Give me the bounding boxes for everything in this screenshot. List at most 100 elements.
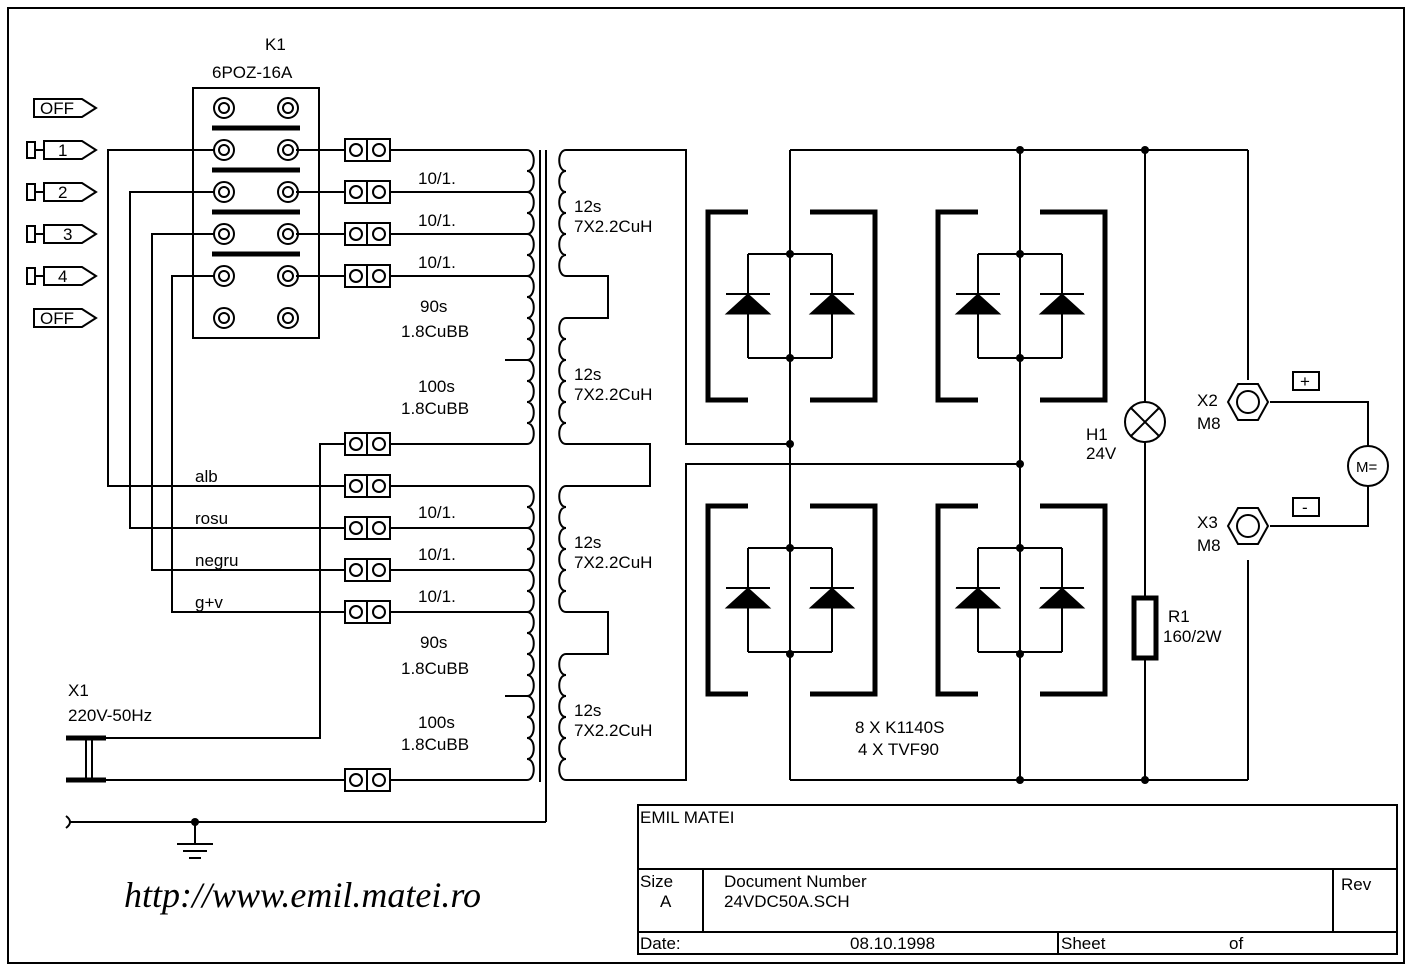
off-position-tag <box>33 308 98 328</box>
secondary-wiring <box>566 149 1369 781</box>
switch-contact-inner <box>282 312 294 324</box>
terminal-screw <box>349 185 363 199</box>
tap-label-2: 10/1. <box>418 211 456 230</box>
pos-2: 2 <box>58 183 67 202</box>
primary-a-w2-turns: 100s <box>418 377 455 396</box>
switch-contact <box>277 223 299 245</box>
terminal-blocks <box>344 138 391 792</box>
terminal-screw <box>372 437 386 451</box>
switch-contact <box>277 181 299 203</box>
title-size: A <box>660 892 672 911</box>
pos-3: 3 <box>63 225 72 244</box>
heatsink-left <box>705 209 748 403</box>
plus-sign-box <box>1292 371 1320 391</box>
primary-a-w2-wire: 1.8CuBB <box>401 399 469 418</box>
terminal-screw <box>349 269 363 283</box>
tap-label-3: 10/1. <box>418 253 456 272</box>
title-of-label: of <box>1229 934 1243 953</box>
primary-b-w2-wire: 1.8CuBB <box>401 735 469 754</box>
tap-label-5: 10/1. <box>418 545 456 564</box>
terminal-screw <box>349 773 363 787</box>
switch-ref: K1 <box>265 35 286 54</box>
switch-contact-inner <box>218 270 230 282</box>
terminal-screw <box>349 521 363 535</box>
terminal-x3-value: M8 <box>1197 536 1221 555</box>
switch-contact <box>213 181 235 203</box>
resistor-value: 160/2W <box>1163 627 1222 646</box>
pos-4: 4 <box>58 267 67 286</box>
switch-k1-body <box>192 87 320 339</box>
wire-label-negru: negru <box>195 551 238 570</box>
terminal-x2-value: M8 <box>1197 414 1221 433</box>
sec2-wire: 7X2.2CuH <box>574 385 652 404</box>
switch-value: 6POZ-16A <box>212 63 293 82</box>
junction-dot <box>1016 460 1024 468</box>
terminal-screw <box>349 437 363 451</box>
mains-value: 220V-50Hz <box>68 706 152 725</box>
position-tag-plug <box>26 225 36 243</box>
switch-contact <box>213 307 235 329</box>
switch-contact <box>277 97 299 119</box>
switch-contact-inner <box>282 144 294 156</box>
switch-contact-inner <box>282 228 294 240</box>
pos-1: 1 <box>58 141 67 160</box>
primary-b-w1-turns: 90s <box>420 633 447 652</box>
terminal-screw <box>349 605 363 619</box>
primary-leads <box>390 149 527 781</box>
diode-triangle <box>724 293 772 315</box>
junction-dot <box>1016 650 1024 658</box>
terminal-x3 <box>1226 507 1270 545</box>
terminal-screw <box>372 563 386 577</box>
sec3-turns: 12s <box>574 533 601 552</box>
position-tag-plug <box>26 183 36 201</box>
terminal-screw <box>349 143 363 157</box>
motor-label: M= <box>1356 459 1377 476</box>
secondary-coil-3 <box>558 485 567 613</box>
switch-contact-inner <box>282 270 294 282</box>
switch-contact-inner <box>218 102 230 114</box>
secondary-coil-1 <box>558 149 567 277</box>
switch-contact-inner <box>282 102 294 114</box>
diode-triangle <box>724 587 772 609</box>
off-position-tag <box>33 98 98 118</box>
primary-coils <box>526 149 535 781</box>
wire-label-rosu: rosu <box>195 509 228 528</box>
diode-triangle <box>1038 293 1086 315</box>
primary-b-w1-wire: 1.8CuBB <box>401 659 469 678</box>
sec1-turns: 12s <box>574 197 601 216</box>
terminal-screw <box>372 605 386 619</box>
terminal-screw <box>349 227 363 241</box>
switch-contact-inner <box>218 312 230 324</box>
junction-dot <box>1141 146 1149 154</box>
heatsink-left <box>935 209 978 403</box>
tap-label-1: 10/1. <box>418 169 456 188</box>
tap-label-4: 10/1. <box>418 503 456 522</box>
terminal-screw <box>372 479 386 493</box>
title-docnum-label: Document Number <box>724 872 867 891</box>
terminal-screw <box>372 185 386 199</box>
terminal-x2-ref: X2 <box>1197 391 1218 410</box>
motor-symbol <box>1347 445 1389 487</box>
terminal-screw <box>349 479 363 493</box>
terminal-screw <box>372 227 386 241</box>
earth-ground <box>65 782 547 859</box>
heatsink-left <box>705 503 748 697</box>
switch-contact <box>213 223 235 245</box>
switch-contact-inner <box>218 228 230 240</box>
position-tag <box>43 224 98 244</box>
resistor-ref: R1 <box>1168 607 1190 626</box>
heatsink-right <box>1040 209 1108 403</box>
sec4-wire: 7X2.2CuH <box>574 721 652 740</box>
mains-ref: X1 <box>68 681 89 700</box>
switch-contact <box>277 307 299 329</box>
position-tag <box>43 182 98 202</box>
switch-bridges <box>212 125 300 257</box>
minus-sign-box <box>1292 497 1320 517</box>
website-url: http://www.emil.matei.ro <box>124 875 481 915</box>
secondary-coils <box>558 149 567 781</box>
rectifier-heatsinks-label: 4 X TVF90 <box>858 740 939 759</box>
position-tag <box>43 266 98 286</box>
switch-contact <box>213 265 235 287</box>
rectifier-bridges <box>705 209 1108 697</box>
terminal-x3-ref: X3 <box>1197 513 1218 532</box>
